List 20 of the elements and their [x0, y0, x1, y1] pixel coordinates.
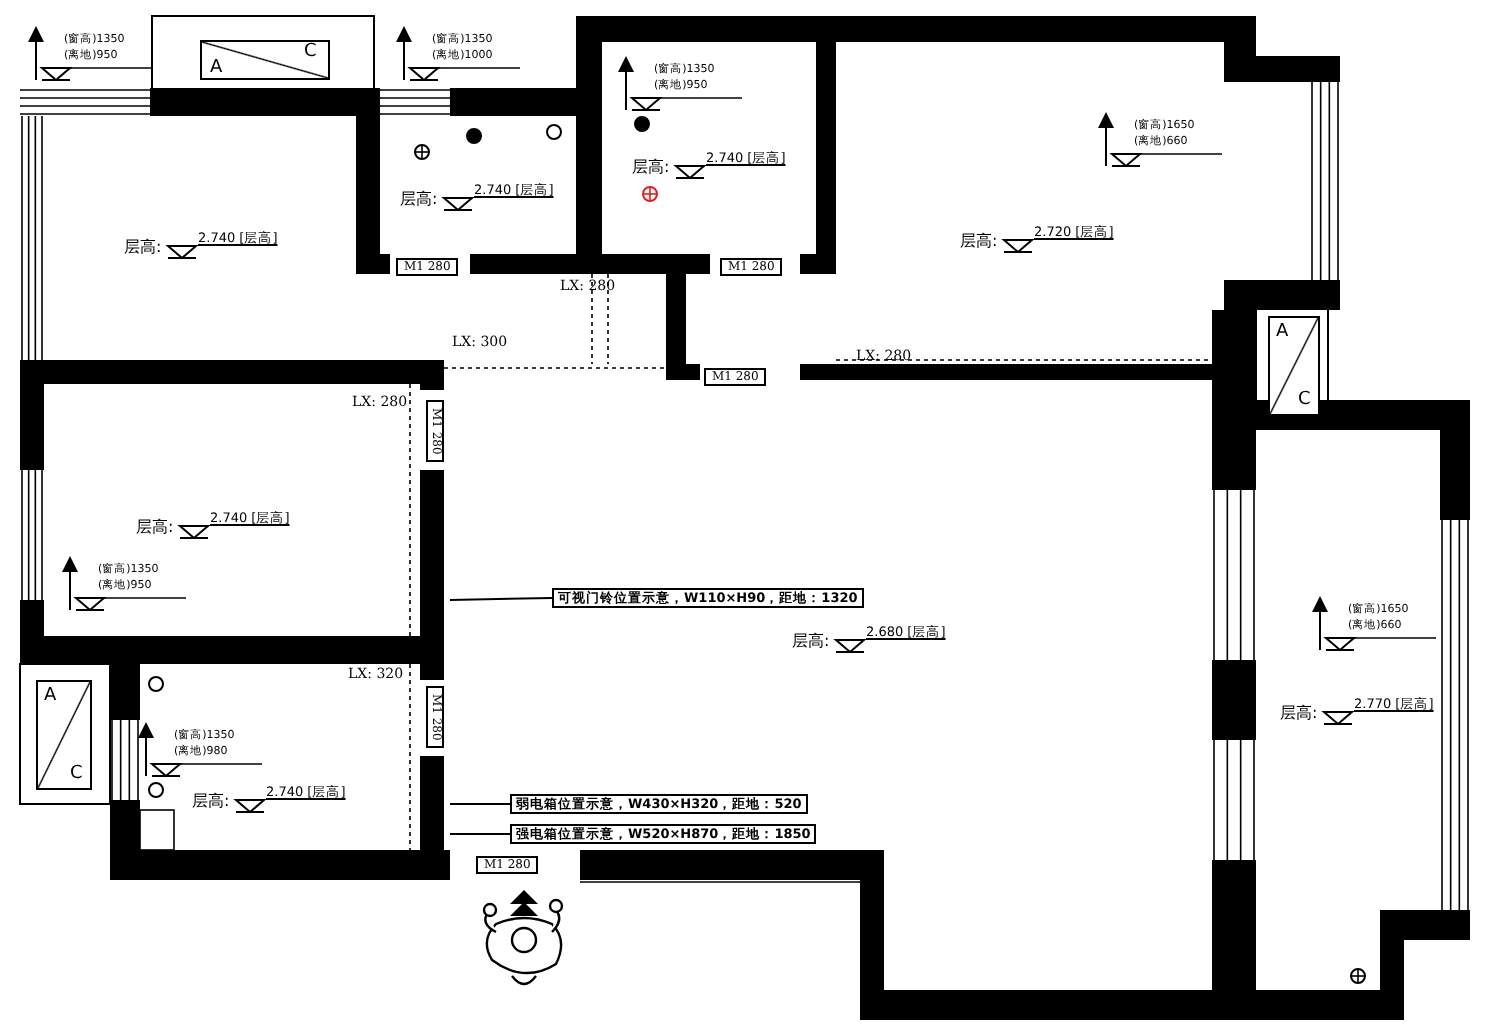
- unit-letter: A: [44, 688, 57, 706]
- leader-line: [449, 803, 511, 805]
- air-conditioner-box: [200, 40, 330, 80]
- air-conditioner-box: [36, 680, 92, 790]
- unit-letter: C: [70, 766, 83, 784]
- level-label: 层高:: [792, 634, 830, 650]
- level-label: 层高:: [124, 240, 162, 256]
- unit-letter: C: [1298, 392, 1311, 410]
- level-label: 层高:: [400, 192, 438, 208]
- level-label: 层高:: [192, 794, 230, 810]
- level-label: 层高:: [136, 520, 174, 536]
- level-label: 层高:: [632, 160, 670, 176]
- level-label: 层高:: [960, 234, 998, 250]
- level-label: 层高:: [1280, 706, 1318, 722]
- air-conditioner-box: [1268, 316, 1320, 416]
- unit-letter: C: [304, 44, 317, 62]
- unit-letter: A: [1276, 324, 1289, 342]
- leader-line: [449, 833, 511, 835]
- unit-letter: A: [210, 60, 223, 78]
- leader-line: [449, 597, 553, 601]
